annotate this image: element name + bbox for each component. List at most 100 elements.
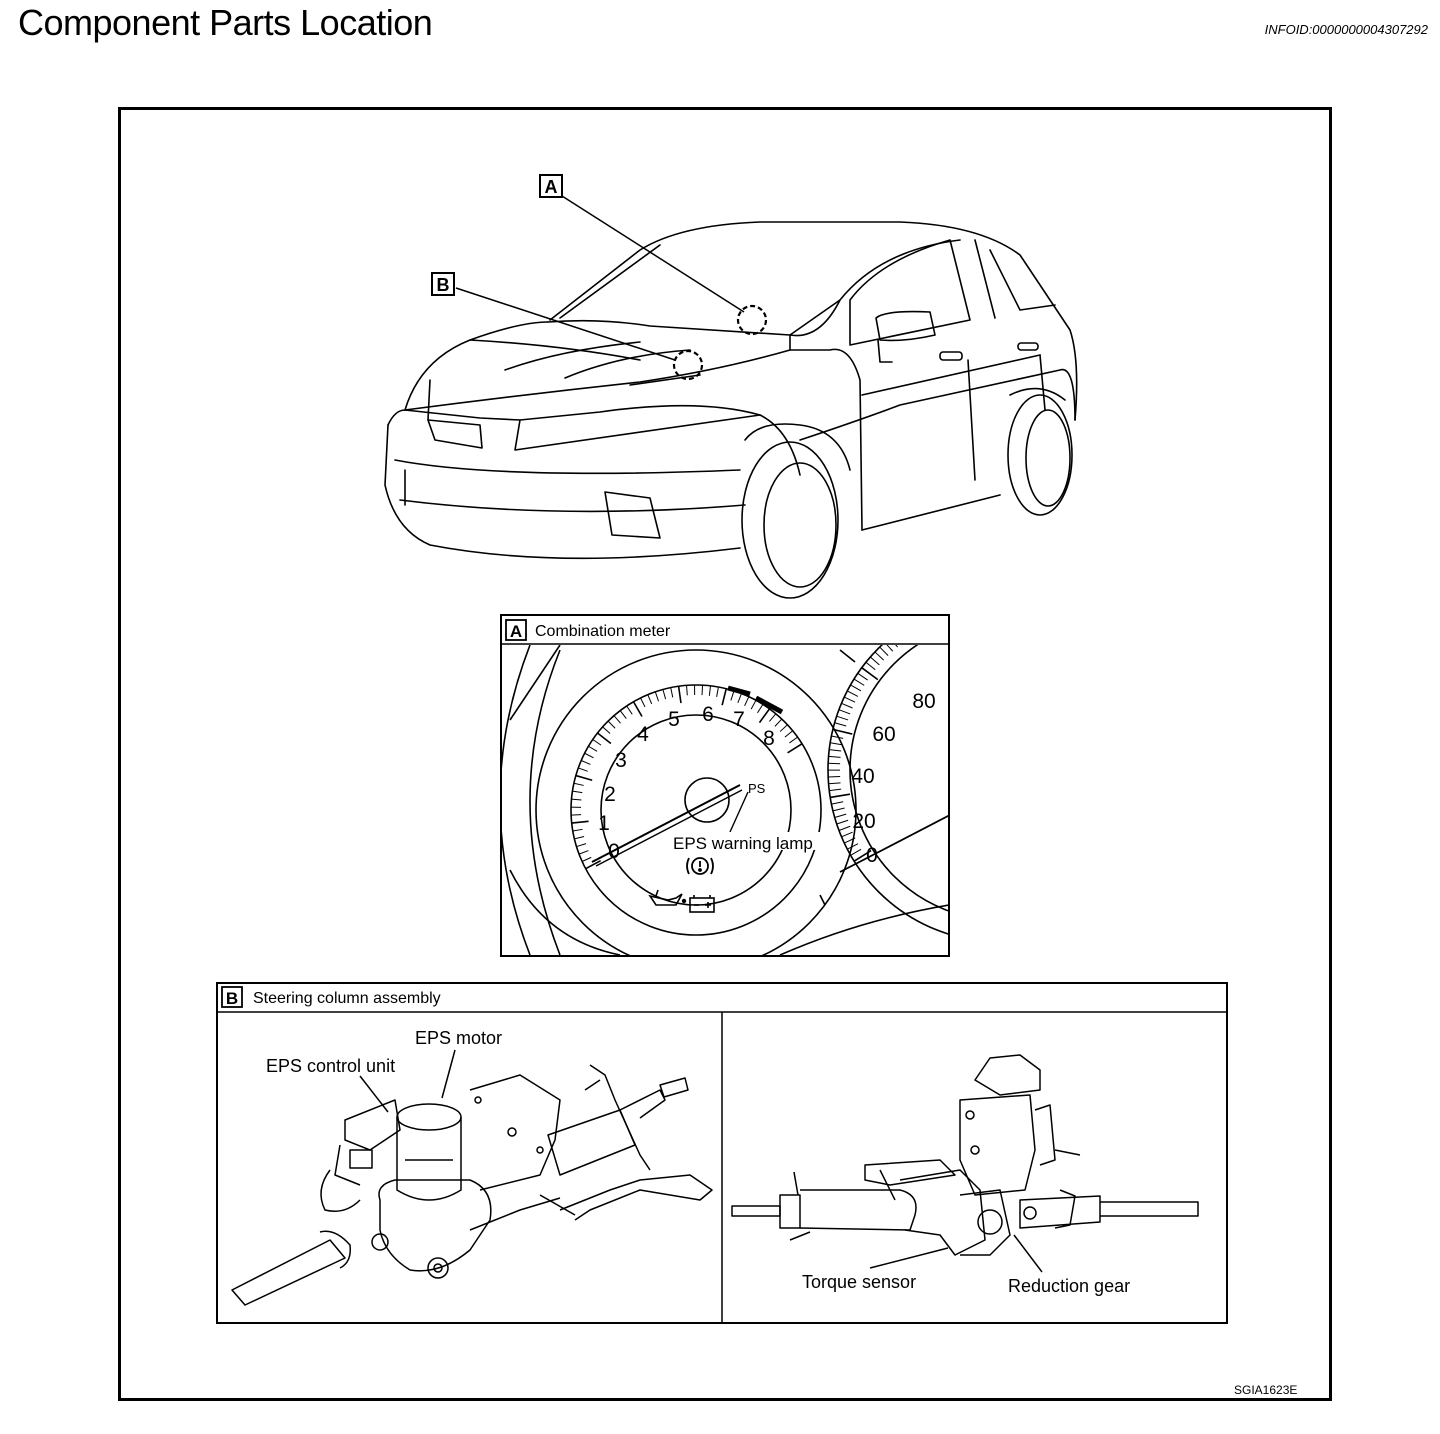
gauge-tick <box>1010 598 1011 610</box>
gauge-tick <box>750 700 757 710</box>
eps-motor-label: EPS motor <box>415 1028 502 1048</box>
gauge-tick <box>990 598 991 610</box>
gauge-tick <box>874 651 884 661</box>
ps-label: PS <box>748 781 766 796</box>
gauge-tick <box>758 708 771 724</box>
gauge-tick <box>832 807 845 812</box>
gauge-tick <box>784 730 794 738</box>
gauge-tick <box>970 601 972 613</box>
gauge-tick <box>830 742 843 746</box>
speedo-number: 80 <box>912 690 935 713</box>
gauge-tick <box>647 694 653 705</box>
tach-number: 6 <box>702 703 714 726</box>
gauge-tick <box>1039 604 1044 623</box>
gauge-tick <box>607 720 616 729</box>
speedo-number: 40 <box>851 765 874 788</box>
tach-number: 3 <box>615 749 627 772</box>
speedo-number: 0 <box>866 844 878 867</box>
speedo-numbers: 0 20 40 60 80 <box>851 690 935 867</box>
gauge-tick <box>602 726 611 734</box>
gauge-tick <box>956 604 959 616</box>
gauge-tick <box>1035 602 1038 614</box>
gauge-tick <box>701 685 704 696</box>
gauge-tick <box>853 678 865 686</box>
gauge-tick <box>686 685 688 696</box>
steering-column-right-view <box>731 1054 1199 1273</box>
gauge-tick <box>737 693 742 704</box>
gauge-tick <box>963 602 966 614</box>
gauge-tick <box>662 689 667 700</box>
battery-icon <box>689 895 715 913</box>
gauge-tick <box>879 646 889 656</box>
gauge-tick <box>640 697 646 708</box>
gauge-tick <box>850 848 862 856</box>
gauge-tick <box>841 702 853 709</box>
gauge-tick <box>716 686 719 697</box>
gauge-tick <box>572 790 583 794</box>
gauge-tick <box>571 820 589 824</box>
tach-ticks <box>571 685 803 870</box>
tach-number: 7 <box>733 708 745 731</box>
gauge-tick <box>1016 599 1017 611</box>
callout-a-marker: A <box>539 174 563 198</box>
gauge-tick <box>865 661 876 671</box>
gauge-tick <box>574 836 585 840</box>
gauge-tick <box>830 793 851 799</box>
gauge-tick <box>869 656 880 666</box>
gauge-tick <box>829 749 842 752</box>
gauge-tick <box>584 752 594 759</box>
figure-frame <box>118 107 1332 1401</box>
gauge-tick <box>632 701 643 717</box>
panel-b-steering-column: B Steering column assembly EPS motor EPS… <box>216 982 1228 1324</box>
tach-number: 8 <box>763 727 775 750</box>
gauge-tick <box>626 705 633 715</box>
tach-number: 5 <box>668 708 680 731</box>
gauge-tick <box>571 798 582 801</box>
callout-leaders <box>455 195 768 381</box>
gauge-tick <box>831 735 844 739</box>
gauge-tick <box>677 686 682 704</box>
panel-a-combination-meter: A Combination meter <box>500 598 1044 957</box>
page-title: Component Parts Location <box>18 2 433 43</box>
gauge-tick <box>774 718 783 727</box>
gauge-tick <box>654 691 660 702</box>
gauge-tick <box>836 715 849 721</box>
gauge-tick <box>575 774 593 782</box>
panel-b-title: Steering column assembly <box>253 990 441 1007</box>
speedo-number: 60 <box>872 723 895 746</box>
gauge-tick <box>1029 601 1031 613</box>
gauge-tick <box>844 837 856 844</box>
tach-number: 4 <box>637 723 649 746</box>
eps-warning-lamp-label: EPS warning lamp <box>673 834 813 853</box>
panel-a-marker: A <box>510 622 522 641</box>
gauge-tick <box>834 813 847 818</box>
gauge-tick <box>769 713 777 722</box>
tach-numbers: 0 1 2 3 4 5 6 7 8 <box>598 703 775 863</box>
gauge-tick <box>578 767 588 772</box>
reduction-gear-label: Reduction gear <box>1008 1276 1130 1296</box>
info-id: INFOID:0000000004307292 <box>1264 22 1428 37</box>
oil-pressure-icon <box>648 889 687 906</box>
gauge-tick <box>829 788 842 792</box>
gauge-tick <box>834 722 847 727</box>
gauge-tick <box>838 825 851 831</box>
gauge-tick <box>853 849 872 862</box>
callout-a-letter: A <box>545 177 558 197</box>
panel-a-title: Combination meter <box>535 623 671 640</box>
gauge-tick <box>585 859 602 870</box>
gauge-tick <box>670 687 674 698</box>
gauge-tick <box>578 850 589 855</box>
callout-b-marker: B <box>431 272 455 296</box>
gauge-tick <box>581 856 592 862</box>
panel-b-marker: B <box>226 989 238 1008</box>
gauge-tick <box>787 743 803 754</box>
torque-sensor-label: Torque sensor <box>802 1272 916 1292</box>
gauge-tick <box>895 645 898 648</box>
gauge-tick <box>828 782 841 785</box>
gauge-tick <box>592 739 602 746</box>
gauge-tick <box>613 715 621 724</box>
gauge-tick <box>836 819 849 825</box>
gauge-tick <box>861 667 879 681</box>
gauge-tick <box>572 828 583 832</box>
gauge-tick <box>850 684 862 692</box>
